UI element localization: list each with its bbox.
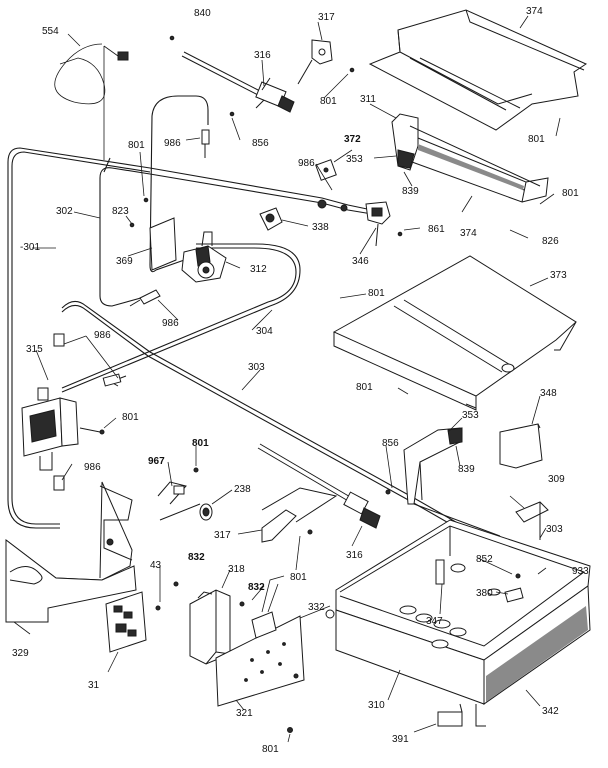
shield-373: [332, 255, 577, 411]
part-label: 346: [352, 256, 369, 267]
part-label: 309: [548, 474, 565, 485]
part-label: 852: [476, 554, 493, 565]
part-label: 826: [542, 236, 559, 247]
part-label: 373: [550, 270, 567, 281]
part-label: 374: [526, 6, 543, 17]
part-label: 312: [250, 264, 267, 275]
part-labels: 840 317 374 554 316 801 311 801 856 986 …: [12, 6, 589, 755]
part-label: 391: [392, 734, 409, 745]
bracket-309: [515, 501, 549, 540]
part-label: 986: [162, 318, 179, 329]
part-label: 933: [572, 566, 589, 577]
cover-348: [499, 423, 543, 469]
part-label: 353: [346, 154, 363, 165]
igniter-316-lower: [257, 443, 391, 529]
part-label: 317: [318, 12, 335, 23]
part-label: 380: [476, 588, 493, 599]
switch-332: [251, 575, 285, 639]
bracket-317-upper: [297, 39, 333, 85]
part-label: 801: [562, 188, 579, 199]
part-label: 303: [546, 524, 563, 535]
part-label: 369: [116, 256, 133, 267]
burner-311: [391, 113, 549, 203]
board-321: [215, 615, 305, 707]
part-label: 801: [368, 288, 385, 299]
part-label: 347: [426, 616, 443, 627]
part-label: 839: [458, 464, 475, 475]
part-label: 832: [248, 582, 265, 593]
orifice-986-lower: [53, 333, 127, 491]
part-label: 372: [344, 134, 361, 145]
part-label: 329: [12, 648, 29, 659]
part-label: -301: [20, 242, 40, 253]
valve-312: [149, 217, 227, 283]
part-label: 31: [88, 680, 100, 691]
gas-tubing-303: [61, 300, 546, 565]
fitting-967-238: [157, 467, 213, 521]
part-label: 304: [256, 326, 273, 337]
burner-tube-353: [403, 427, 501, 537]
grate-374-upper: [368, 9, 588, 131]
part-label: 315: [26, 344, 43, 355]
part-label: 967: [148, 456, 165, 467]
part-label: 840: [194, 8, 211, 19]
part-label: 338: [312, 222, 329, 233]
part-label: 856: [382, 438, 399, 449]
part-label: 801: [262, 744, 279, 755]
part-label: 316: [254, 50, 271, 61]
valve-346: [317, 199, 403, 247]
part-label: 801: [128, 140, 145, 151]
part-label: 316: [346, 550, 363, 561]
bracket-372: [315, 159, 337, 181]
part-label: 801: [356, 382, 373, 393]
part-label: 311: [360, 94, 376, 105]
part-label: 554: [42, 26, 59, 37]
orifice-986-mid: [129, 289, 161, 307]
fitting-338: [259, 207, 283, 231]
thermocouple-wire-554: [54, 43, 129, 160]
part-label: 353: [462, 410, 479, 421]
part-label: 986: [164, 138, 181, 149]
igniter-316-upper: [181, 51, 295, 113]
part-label: 342: [542, 706, 559, 717]
part-label: 801: [290, 572, 307, 583]
bracket-317-lower: [261, 487, 338, 543]
leader-lines: [13, 15, 561, 743]
part-label: 986: [94, 330, 111, 341]
part-label: 43: [150, 560, 162, 571]
gas-tubing-top: [149, 167, 373, 215]
part-label: 318: [228, 564, 245, 575]
part-label: 302: [56, 206, 73, 217]
part-label: 310: [368, 700, 385, 711]
part-label: 801: [122, 412, 139, 423]
orifice-986-top: [201, 129, 210, 158]
part-label: 332: [308, 602, 325, 613]
part-label: 839: [402, 186, 419, 197]
part-label: 861: [428, 224, 445, 235]
part-label: 986: [84, 462, 101, 473]
part-label: 801: [192, 438, 209, 449]
part-label: 986: [298, 158, 315, 169]
panel-31: [105, 591, 147, 653]
housing-310: [325, 519, 591, 727]
part-label: 832: [188, 552, 205, 563]
part-label: 321: [236, 708, 253, 719]
part-label: 238: [234, 484, 251, 495]
part-label: 348: [540, 388, 557, 399]
side-panel-329: [5, 481, 137, 623]
gas-tubing-304: [61, 95, 301, 393]
part-label: 303: [248, 362, 265, 373]
part-label: 317: [214, 530, 231, 541]
part-label: 801: [320, 96, 337, 107]
part-label: 801: [528, 134, 545, 145]
part-label: 823: [112, 206, 129, 217]
safety-valve-315: [21, 387, 105, 471]
part-label: 374: [460, 228, 477, 239]
screw-801-bottom: [287, 727, 293, 733]
part-label: 856: [252, 138, 269, 149]
gas-tubing-301: [7, 147, 151, 529]
gas-tubing-302: [99, 157, 151, 307]
